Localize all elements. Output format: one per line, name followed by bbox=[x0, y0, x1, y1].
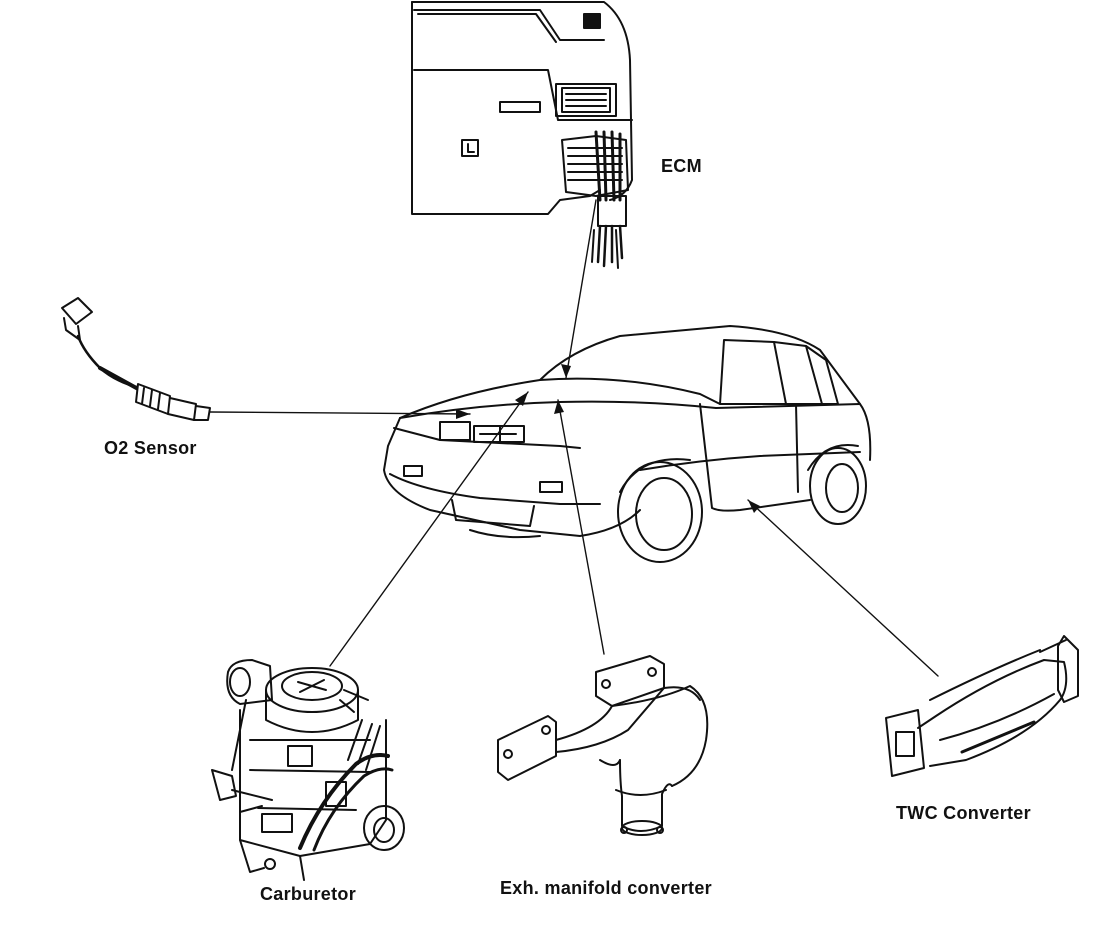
ecm-dashboard-illustration bbox=[411, 1, 633, 269]
exhaust-manifold-converter-illustration bbox=[497, 655, 709, 836]
carburetor-leader-line bbox=[329, 391, 529, 667]
leader-lines bbox=[209, 199, 939, 677]
carburetor-label: Carburetor bbox=[260, 884, 357, 904]
o2-sensor-illustration bbox=[61, 297, 211, 421]
twc-converter-illustration bbox=[885, 635, 1079, 777]
o2-sensor-label: O2 Sensor bbox=[104, 438, 197, 458]
exhaust-manifold-leader-line bbox=[557, 399, 605, 655]
twc-converter-label: TWC Converter bbox=[896, 803, 1031, 823]
ecm-label: ECM bbox=[661, 156, 702, 176]
twc-converter-leader-line bbox=[747, 499, 939, 677]
car-illustration bbox=[383, 325, 872, 563]
carburetor-illustration bbox=[211, 659, 405, 881]
o2-sensor-leader-line bbox=[209, 411, 471, 415]
exhaust-manifold-converter-label: Exh. manifold converter bbox=[500, 878, 712, 898]
ecm-leader-line bbox=[565, 199, 597, 379]
